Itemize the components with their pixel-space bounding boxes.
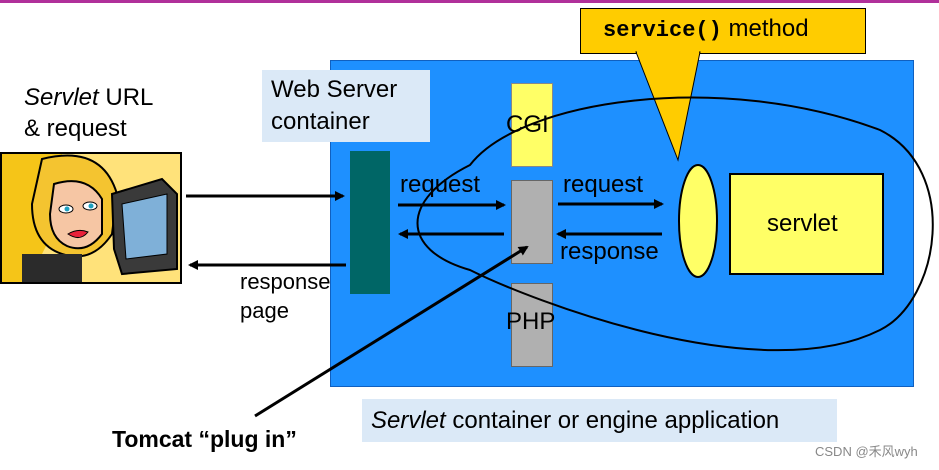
php-module	[511, 283, 553, 367]
response-label-right: response	[560, 238, 659, 265]
web-server-label-box	[262, 70, 430, 142]
request-label-left: request	[400, 171, 481, 198]
client-url-italic: Servlet	[24, 84, 99, 111]
web-server-label-line2: container	[271, 108, 370, 135]
servlet-label: servlet	[767, 210, 838, 237]
container-caption-box	[362, 399, 837, 442]
servlet-engine-loop	[416, 96, 934, 352]
service-method-code: service()	[603, 18, 722, 43]
request-label-right: request	[563, 171, 644, 198]
php-label: PHP	[506, 308, 556, 335]
client-request-label: & request	[24, 115, 127, 142]
container-caption-rest: container or engine application	[445, 407, 780, 434]
top-rule	[0, 0, 939, 3]
tomcat-plugin-label: Tomcat “plug in”	[112, 426, 297, 452]
service-method-callout: service() method	[603, 14, 809, 46]
watermark: CSDN @禾风wyh	[815, 444, 918, 459]
service-method-callout-box	[580, 8, 866, 54]
container-caption-italic: Servlet	[371, 407, 446, 434]
callout-pointer	[635, 51, 701, 162]
web-server-label-line1: Web Server	[271, 76, 398, 103]
service-method-text: method	[721, 15, 809, 42]
person-at-computer-icon	[2, 154, 180, 282]
service-method-ellipse	[678, 164, 718, 278]
response-page-label-line1: response	[240, 269, 331, 294]
response-page-label-line2: page	[240, 298, 289, 323]
tomcat-plugin-pointer	[254, 245, 529, 418]
client-url-label: Servlet URL	[24, 83, 153, 113]
client-person-illustration	[0, 152, 182, 284]
client-url-rest: URL	[98, 84, 154, 111]
servlet-box	[729, 173, 884, 275]
container-caption: Servlet container or engine application	[371, 406, 779, 436]
cgi-label: CGI	[506, 111, 549, 138]
server-connector-bar	[350, 151, 390, 294]
